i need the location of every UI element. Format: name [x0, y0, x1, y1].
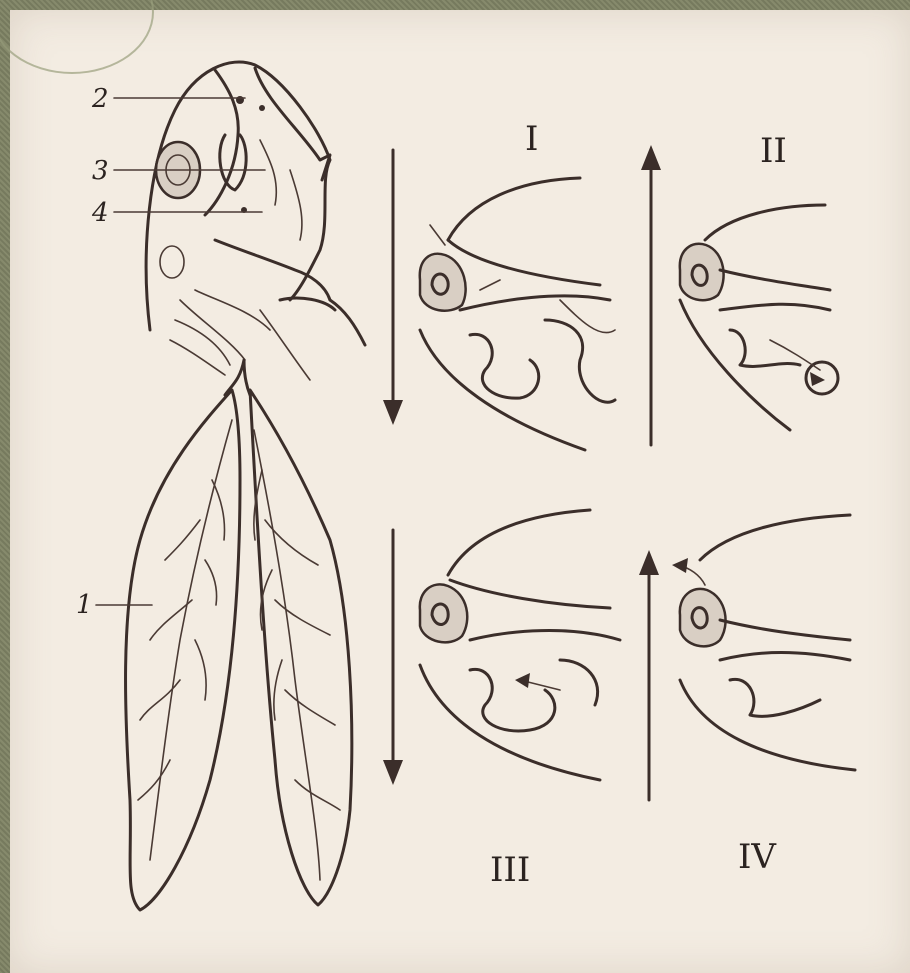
- label-3: 3: [92, 158, 109, 184]
- panel-label-i: I: [525, 122, 538, 156]
- panel-arrows: [383, 145, 661, 800]
- label-1: 1: [76, 592, 93, 618]
- panel-i-drawing: [420, 178, 615, 450]
- label-2: 2: [92, 86, 109, 112]
- label-4: 4: [92, 200, 109, 226]
- panel-iv-drawing: [672, 515, 855, 770]
- panel-label-ii: II: [760, 134, 787, 168]
- frog-head-drawing: [146, 62, 365, 380]
- panel-label-iii: III: [490, 853, 530, 887]
- panel-ii-drawing: [680, 205, 838, 430]
- frog-lungs-drawing: [126, 360, 352, 910]
- panel-iii-drawing: [420, 510, 620, 780]
- panel-label-iv: IV: [738, 840, 776, 874]
